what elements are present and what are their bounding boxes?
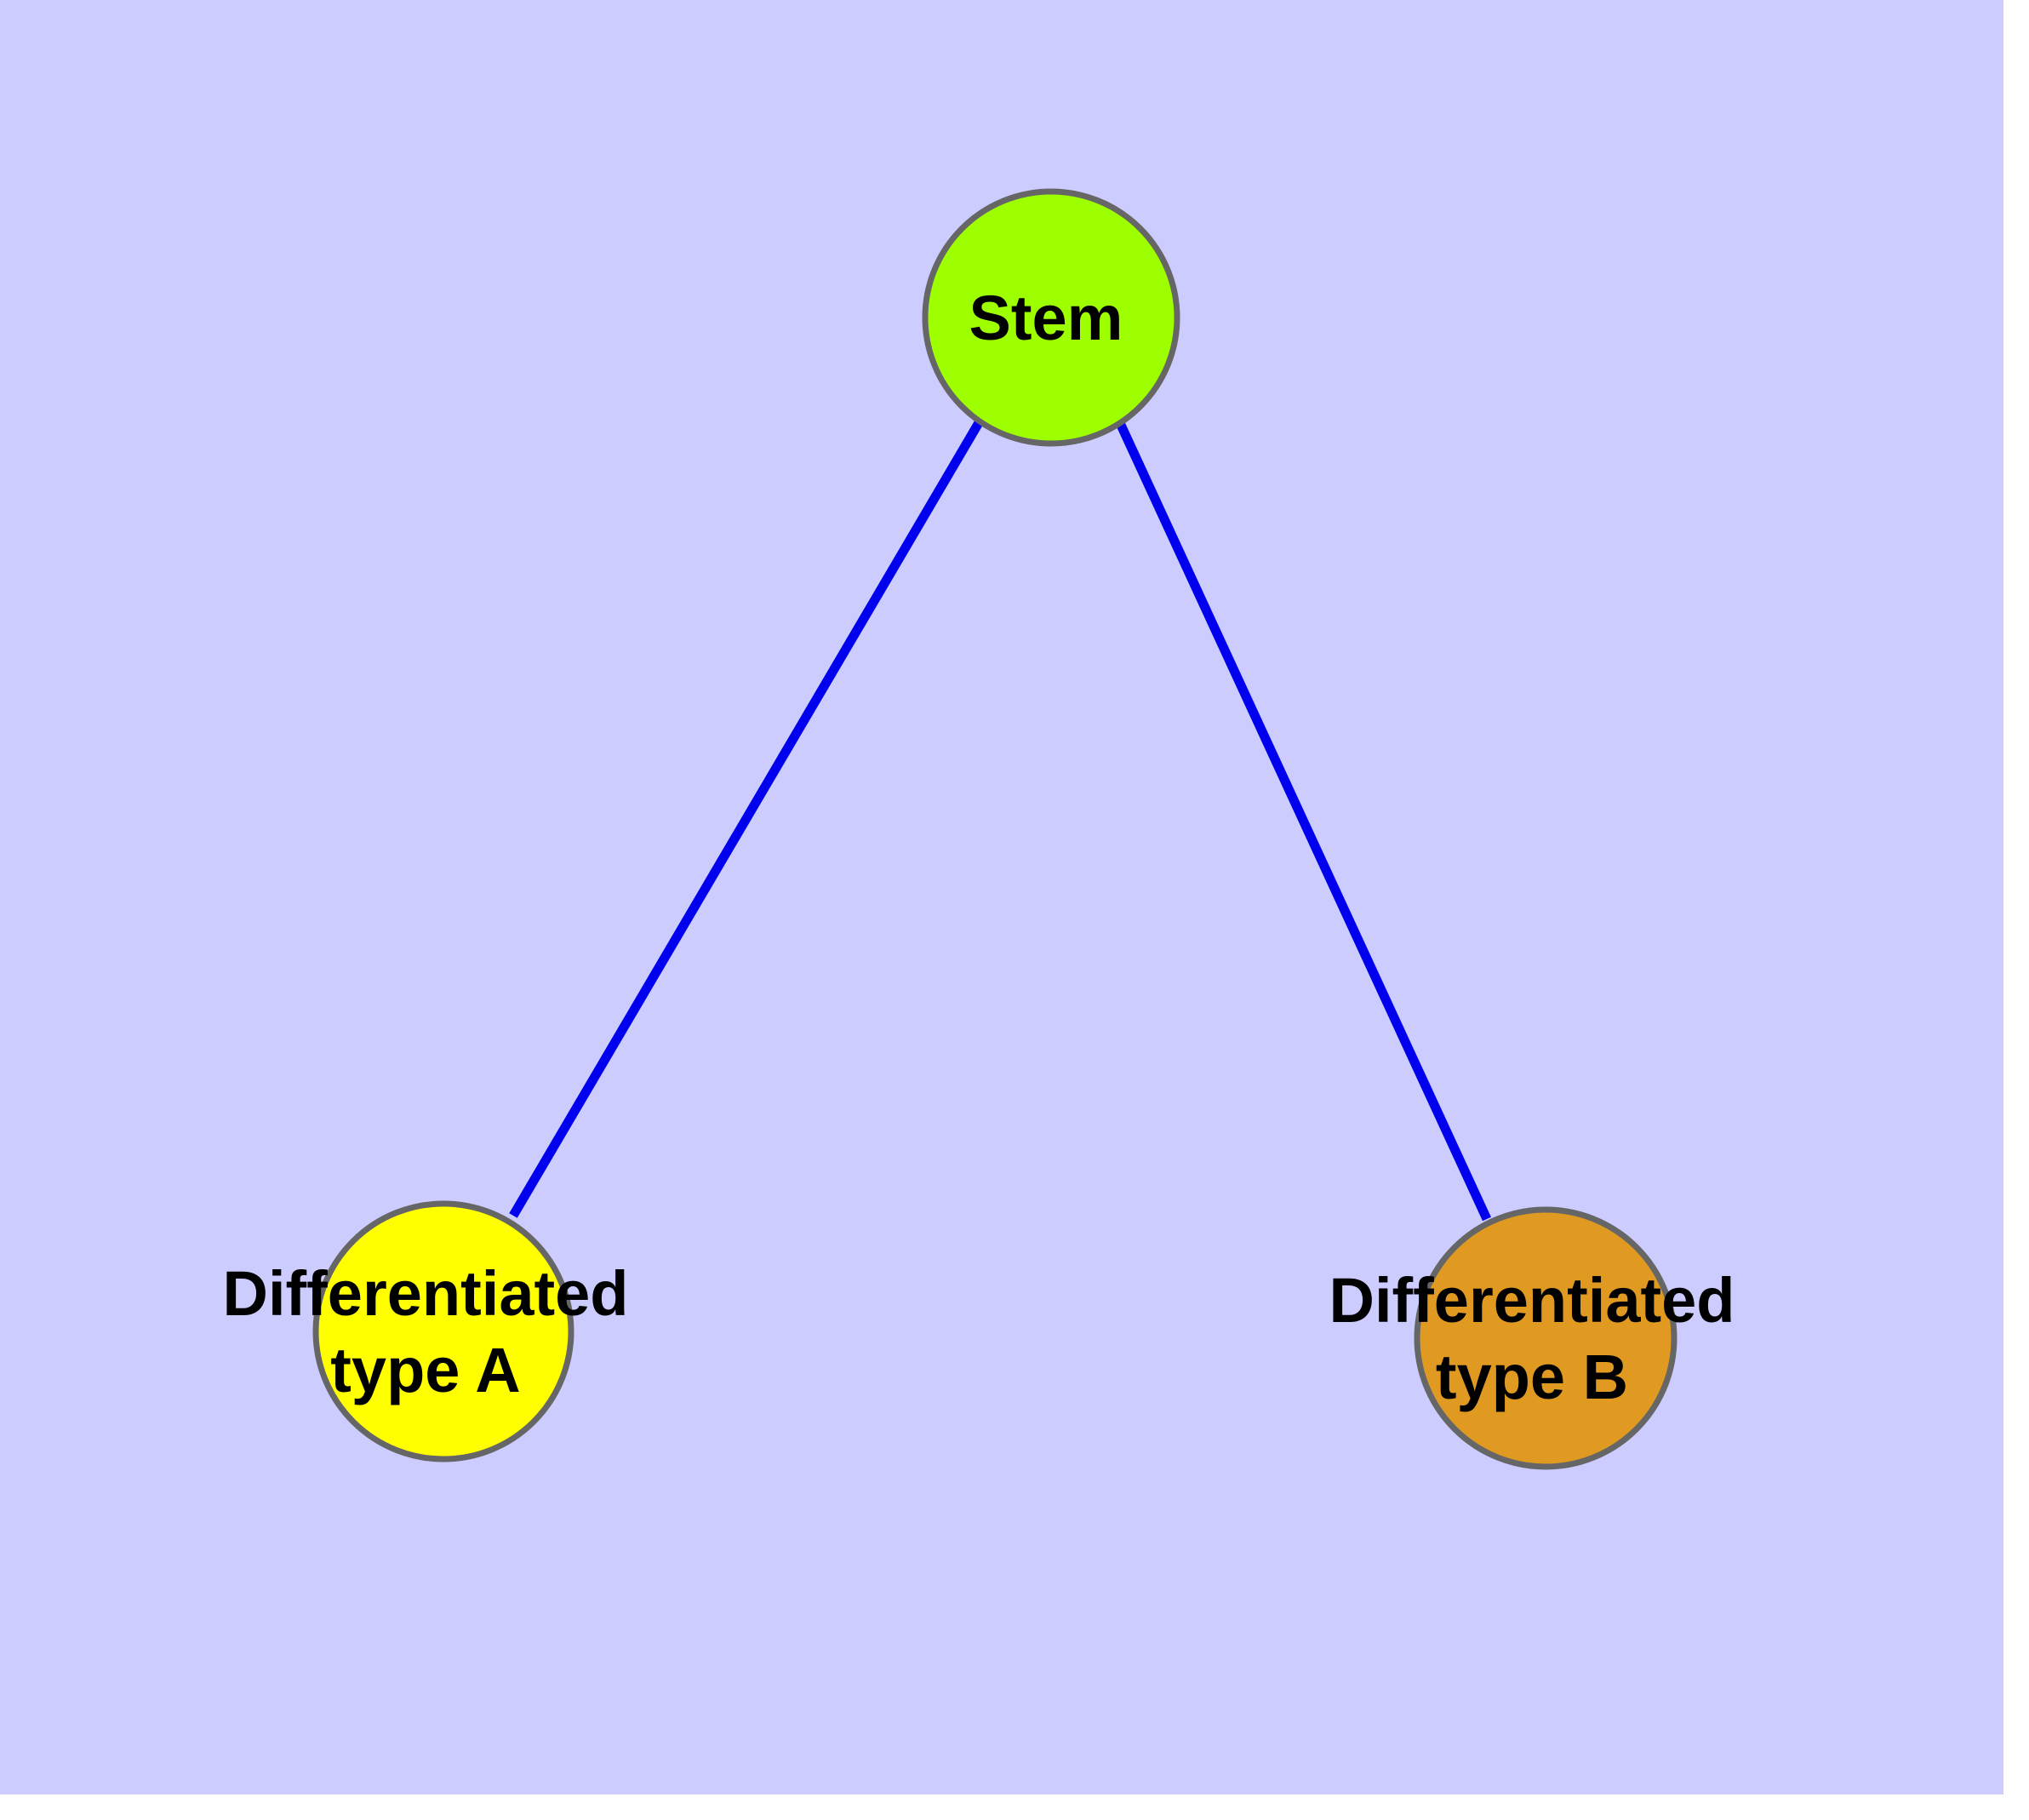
nodes-layer — [312, 188, 1677, 1470]
edges-layer — [509, 419, 1491, 1222]
graph-node-diff-a[interactable] — [312, 1200, 574, 1462]
graph-node-label-line: Differentiated — [223, 1258, 629, 1329]
graph-node-stem[interactable] — [922, 188, 1180, 447]
graph-node-label-stem: Stem — [969, 283, 1123, 353]
graph-node-label-line: type B — [1436, 1342, 1628, 1412]
graph-node-label-line: Stem — [969, 283, 1123, 353]
graph-node-label-line: Differentiated — [1329, 1265, 1735, 1336]
graph-node-label-line: type A — [330, 1335, 520, 1405]
graph-edge-stem-to-diff-a[interactable] — [509, 419, 984, 1218]
graph-edge-stem-to-diff-b[interactable] — [1116, 421, 1491, 1222]
graph-node-diff-b[interactable] — [1414, 1206, 1677, 1470]
